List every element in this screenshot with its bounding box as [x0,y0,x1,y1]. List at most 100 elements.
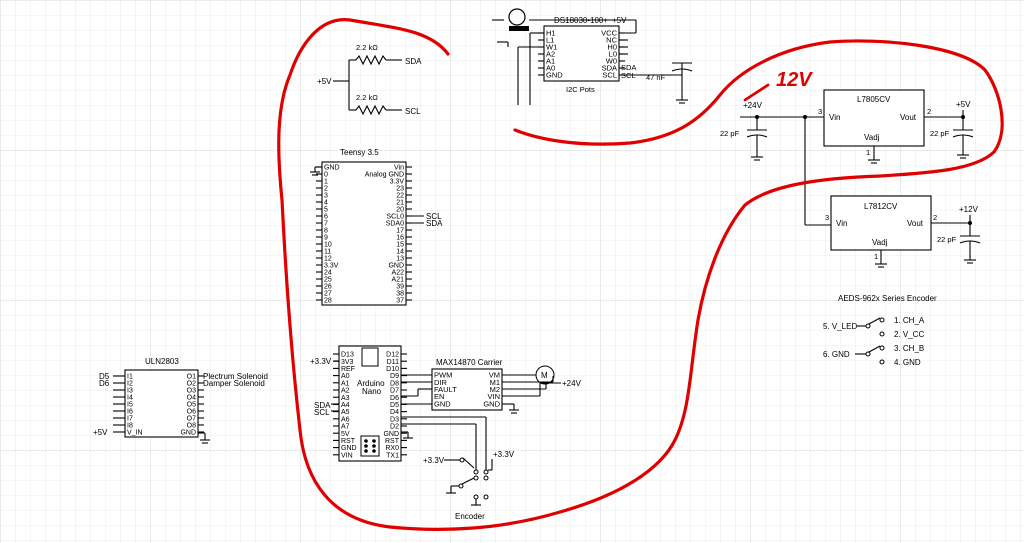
driver-left-pin-label: EN [434,392,444,401]
regulator-12v[interactable]: L7812CV Vin Vout Vadj 3 2 1 +12V 22 pF [825,195,981,268]
uln-right-pin-label: O6 [187,409,196,416]
reg5-pin-out: 2 [927,107,931,116]
teensy-right-pin-label: Vin [394,165,404,172]
pot-ic[interactable]: DS18030-100+ +5V I2C Pots H1L1W1A2A1A0GN… [492,8,693,105]
pot-right-pin-label: SDA [602,64,617,73]
teensy-right-pin-label: A21 [392,277,405,284]
teensy-right-pin-label: 17 [396,228,404,235]
teensy-right-pin-label: 15 [396,242,404,249]
nano-left-pin-label: A0 [341,373,350,380]
teensy-ic[interactable]: Teensy 3.5 GND01234567891011123.3V242526… [310,148,443,306]
pot-title: DS18030-100+ [554,16,608,25]
enc-supply2: +3.3V [493,450,515,459]
aeds-out1: 1. CH_A [894,316,925,325]
nano-right-pin-label: D6 [390,395,399,402]
teensy-left-pin-label: 28 [324,298,332,305]
pullup-supply-label: +5V [317,77,332,86]
teensy-left-pin-label: 24 [324,270,332,277]
uln-left-pin-label: I7 [127,416,133,423]
pot-left-pin-label: GND [546,71,563,80]
pot-left-pin-label: W1 [546,43,557,52]
rotary-encoder[interactable]: +3.3V +3.3V Encoder [401,416,515,521]
pot-vcc-label: +5V [612,16,627,25]
nano-supply: +3.3V [310,357,332,366]
pullup-resistors[interactable]: +5V 2.2 kΩ SDA 2.2 kΩ SCL [317,43,422,116]
reg5-vin: Vin [829,113,840,122]
aeds-out2: 2. V_CC [894,330,924,339]
driver-left-pin-label: GND [434,399,451,408]
uln-out2: Damper Solenoid [203,379,265,388]
nano-right-pin-label: D2 [390,424,399,431]
teensy-right-pin-label: 37 [396,298,404,305]
nano-sda: SDA [314,401,331,410]
nano-left-pin-label: D13 [341,352,354,359]
reg12-pin-out: 2 [933,213,937,222]
reg12-vout: Vout [907,219,924,228]
arduino-nano[interactable]: Arduino Nano D133V3REFA0A1A2A3A4A5A6A75V… [310,345,407,462]
uln-left-pin-label: I3 [127,388,133,395]
nano-title: Arduino [357,379,385,388]
teensy-left-pin-label: 8 [324,228,328,235]
aeds-out3: 3. CH_B [894,344,924,353]
uln-right-pin-label: O4 [187,395,196,402]
nano-left-pin-label: A7 [341,424,350,431]
teensy-right-pin-label: 22 [396,193,404,200]
nano-right-pin-label: RX0 [385,445,399,452]
teensy-left-pin-label: 3 [324,193,328,200]
nano-left-pin-label: 5V [341,431,350,438]
nano-right-pin-label: RST [385,438,400,445]
nano-scl: SCL [314,408,330,417]
nano-left-pin-label: A6 [341,416,350,423]
uln-right-pin-label: O8 [187,423,196,430]
pot-sda-label: SDA [621,63,636,72]
teensy-left-pin-label: 7 [324,221,328,228]
nano-right-pin-label: GND [383,431,399,438]
teensy-sda-label: SDA [426,219,443,228]
reg5-in-label: +24V [743,101,763,110]
pot-left-pin-label: A2 [546,50,555,59]
pullup-r1-label: 2.2 kΩ [356,43,378,52]
driver-right-pin-label: VIN [487,392,500,401]
pot-caption: I2C Pots [566,85,595,94]
pullup-r2-label: 2.2 kΩ [356,93,378,102]
uln-left-pin-label: I5 [127,402,133,409]
nano-left-pin-label: A3 [341,395,350,402]
teensy-left-pin-label: GND [324,165,340,172]
reg12-pin-gnd: 1 [874,252,878,261]
pot-knob-icon [508,8,526,26]
teensy-right-pin-label: 3.3V [390,179,405,186]
reg5-pin-gnd: 1 [866,148,870,157]
driver-left-pin-label: FAULT [434,385,457,394]
pot-right-pin-label: H0 [607,43,617,52]
nano-title2: Nano [362,387,382,396]
teensy-left-pin-label: 3.3V [324,263,339,270]
aeds-encoder[interactable]: AEDS-962x Series Encoder 5. V_LED 6. GND… [823,294,937,367]
teensy-right-pin-label: 16 [396,235,404,242]
teensy-title: Teensy 3.5 [340,148,379,157]
uln-right-pin-label: O7 [187,416,196,423]
regulator-5v[interactable]: L7805CV Vin Vout Vadj 3 2 1 +24V 22 pF +… [720,89,974,226]
driver-left-pin-label: PWM [434,371,452,380]
nano-right-pin-label: D4 [390,409,399,416]
uln-left-pin-label: V_IN [127,430,143,437]
red-annotation: 12V [277,18,1004,531]
reg5-vout: Vout [900,113,917,122]
reg12-out-label: +12V [959,205,979,214]
driver-right-pin-label: M1 [490,378,500,387]
teensy-left-pin-label: 25 [324,277,332,284]
pullup-sda-label: SDA [405,57,422,66]
reg12-pin-in: 3 [825,213,829,222]
nano-left-pin-label: A5 [341,409,350,416]
nano-left-pin-label: 3V3 [341,359,354,366]
nano-right-pin-label: D11 [387,359,399,366]
